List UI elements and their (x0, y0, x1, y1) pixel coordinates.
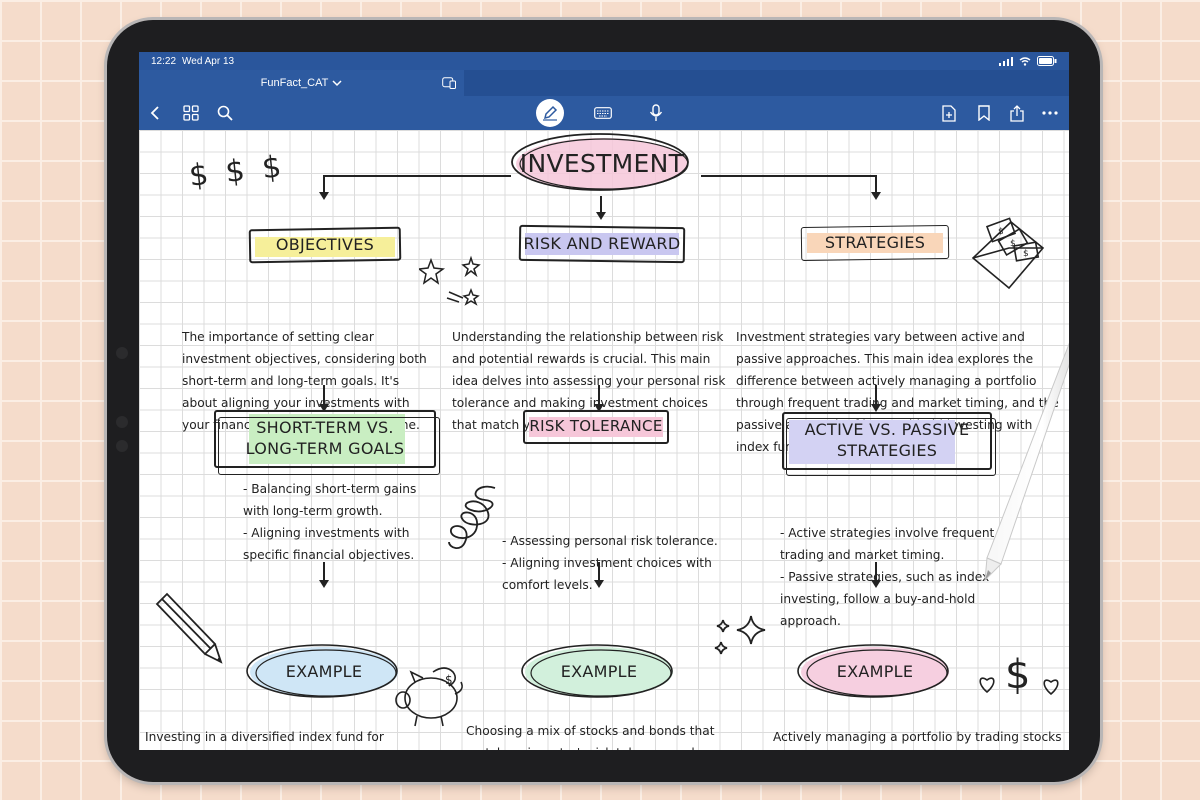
strategies-bullet-1: - Active strategies involve frequent tra… (780, 522, 1002, 566)
risk-bullet-2: - Aligning investment choices with comfo… (502, 552, 732, 596)
short-long-line2: LONG-TERM GOALS (246, 439, 405, 460)
envelope-money-icon: $ $ $ (967, 214, 1049, 294)
note-canvas[interactable]: INVESTMENT OBJECTIVES The importance of … (139, 130, 1069, 750)
side-button (116, 416, 128, 428)
microphone-icon[interactable] (645, 102, 667, 124)
signal-icon (999, 57, 1013, 66)
chevron-down-icon[interactable] (332, 79, 342, 87)
pen-icon[interactable] (536, 99, 564, 127)
share-icon[interactable] (1006, 102, 1028, 124)
risk-tolerance-heading: RISK TOLERANCE (523, 410, 669, 444)
stylus-pencil-icon (979, 318, 1069, 598)
objectives-bullet-2: - Aligning investments with specific fin… (243, 522, 433, 566)
status-bar: 12:22 Wed Apr 13 (139, 52, 1069, 70)
strategies-bullet-2: - Passive strategies, such as index inve… (780, 566, 996, 632)
spring-doodle-icon (447, 482, 507, 562)
app-screen: 12:22 Wed Apr 13 ✕ FunFact_CAT (139, 52, 1069, 750)
example-2-label: EXAMPLE (519, 650, 679, 694)
battery-icon (1037, 56, 1057, 66)
more-icon[interactable] (1039, 102, 1061, 124)
svg-text:$: $ (445, 673, 453, 687)
example-1-label: EXAMPLE (244, 650, 404, 694)
sparkles-doodle-icon (711, 604, 771, 664)
back-icon[interactable] (145, 102, 167, 124)
objectives-bullet-1: - Balancing short-term gains with long-t… (243, 478, 433, 522)
active-passive-heading: ACTIVE VS. PASSIVE STRATEGIES (782, 412, 992, 470)
example-3-label: EXAMPLE (795, 650, 955, 694)
short-long-heading: SHORT-TERM VS. LONG-TERM GOALS (214, 410, 436, 468)
active-passive-line2: STRATEGIES (837, 441, 937, 462)
svg-text:$: $ (998, 227, 1004, 237)
svg-text:$: $ (1023, 249, 1029, 259)
camera-dot (116, 347, 128, 359)
keyboard-icon[interactable] (592, 102, 614, 124)
objectives-heading: OBJECTIVES (249, 228, 401, 262)
piggy-bank-icon: $ (393, 660, 473, 730)
wifi-icon (1019, 57, 1031, 66)
short-long-line1: SHORT-TERM VS. (256, 418, 394, 439)
status-time: 12:22 (151, 56, 176, 67)
tab-title: FunFact_CAT (261, 77, 329, 89)
active-passive-line1: ACTIVE VS. PASSIVE (805, 420, 970, 441)
example-2-text: Choosing a mix of stocks and bonds that … (466, 720, 741, 750)
dollar-right-doodle: $ (1005, 652, 1030, 698)
svg-text:$: $ (1010, 239, 1016, 249)
add-page-icon[interactable] (938, 102, 960, 124)
risk-heading: RISK AND REWARD (519, 226, 685, 262)
search-icon[interactable] (214, 102, 236, 124)
bookmark-icon[interactable] (973, 102, 995, 124)
example-1-text: Investing in a diversified index fund fo… (145, 726, 395, 750)
stars-doodle-icon (419, 254, 489, 314)
strategies-heading: STRATEGIES (801, 226, 949, 260)
example-3-text: Actively managing a portfolio by trading… (773, 726, 1065, 750)
risk-bullet-1: - Assessing personal risk tolerance. (502, 530, 732, 552)
side-button (116, 440, 128, 452)
tab-document[interactable]: FunFact_CAT (139, 70, 464, 96)
toolbar (139, 96, 1069, 130)
pencil-doodle-icon (151, 590, 231, 670)
status-date: Wed Apr 13 (182, 56, 234, 67)
main-title: INVESTMENT (507, 142, 697, 186)
grid-icon[interactable] (180, 102, 202, 124)
split-view-icon[interactable] (442, 77, 456, 89)
tab-bar: ✕ FunFact_CAT (139, 70, 1069, 96)
